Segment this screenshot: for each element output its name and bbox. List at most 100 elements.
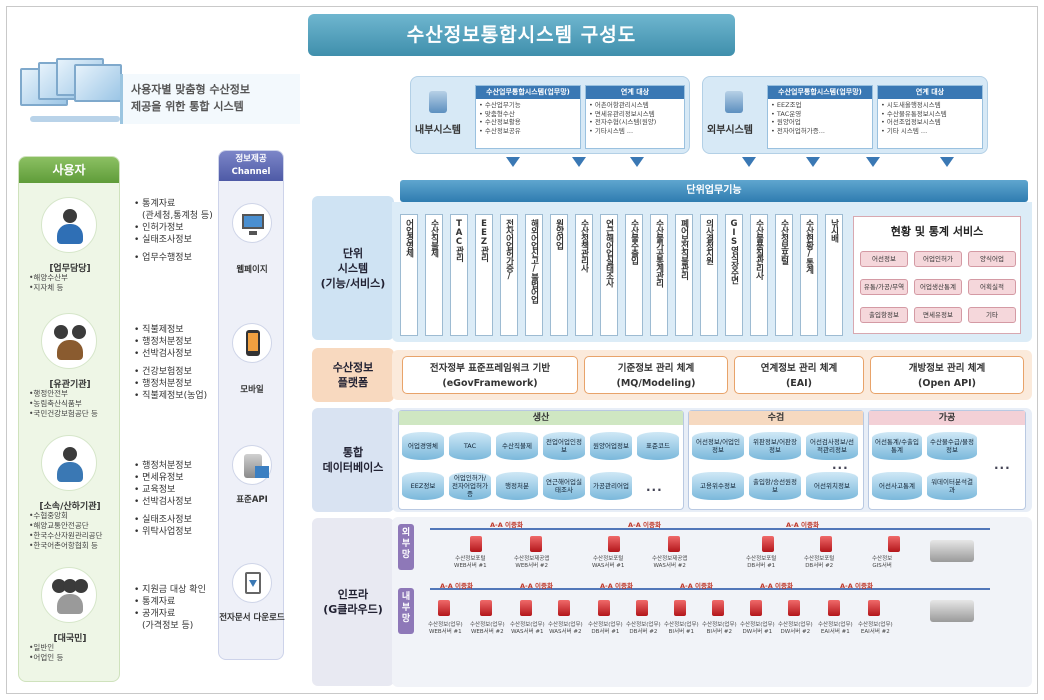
server-icon xyxy=(868,600,880,616)
platform-eai: 연계정보 관리 체계(EAI) xyxy=(734,356,864,394)
stat-item: 면세유정보 xyxy=(914,307,962,323)
stats-title: 현황 및 통계 서비스 xyxy=(890,225,984,238)
unit-module: 낚시배 xyxy=(825,214,843,336)
server-icon xyxy=(470,536,482,552)
db-cylinder: 워데이터분석결과 xyxy=(927,472,977,500)
unit-function-bar: 단위업무기능 xyxy=(400,180,1028,202)
ha-label: A-A 이중화 xyxy=(520,582,553,590)
stat-item: 어획실적 xyxy=(968,279,1016,295)
platform-openapi: 개방정보 관리 체계(Open API) xyxy=(870,356,1024,394)
db-cylinder: 어선정보/어업인정보 xyxy=(692,432,744,460)
download-icon xyxy=(232,563,272,603)
stat-item: 유통/가공/무역 xyxy=(860,279,908,295)
server-icon xyxy=(438,600,450,616)
intro-line-2: 제공을 위한 통합 시스템 xyxy=(131,100,244,113)
agency-user-icon xyxy=(41,313,97,369)
unit-module: 수산직불제 xyxy=(425,214,443,336)
unit-module: 수산물품질관리사 xyxy=(750,214,768,336)
bullet-list-agency: • 직불제정보 • 행정처분정보 • 선박검사정보 • 건강보험정보 • 행정처… xyxy=(134,325,208,401)
server-label: 수산정보(업무)WAS서버 #1 xyxy=(510,622,545,635)
db-cylinder: 전업어업인정보 xyxy=(543,432,585,460)
unit-module: TAC관리 xyxy=(450,214,468,336)
bullet-list-public: • 지원금 대상 확인 • 통계자료 • 공개자료 (가격정보 등) xyxy=(134,585,206,631)
server-icon xyxy=(636,600,648,616)
internal-system-box: 내부시스템 수산업무통합시스템(업무망) • 수산업무기능• 맞춤형수산• 수산… xyxy=(410,76,690,154)
user-group-title: [대국민] xyxy=(53,634,87,644)
server-icon xyxy=(558,600,570,616)
internal-sub-linked: 연계 대상 • 어촌어항관리시스템• 면세유관리정보시스템• 전자수협(시스템(… xyxy=(585,85,685,149)
db-more-indicator: ... xyxy=(994,458,1011,472)
unit-module: 수산물수출입 xyxy=(625,214,643,336)
intro-line-1: 사용자별 맞춤형 수산정보 xyxy=(131,83,250,96)
api-server-icon xyxy=(232,445,272,485)
user-group-title: [소속/산하기관] xyxy=(39,502,101,512)
unit-module: 수산정보포털 xyxy=(775,214,793,336)
server-label: 수산정보(업무)DW서버 #2 xyxy=(778,622,813,635)
unit-module: GIS영식장수면 xyxy=(725,214,743,336)
db-cylinder: 표준코드 xyxy=(637,432,679,460)
db-cylinder: 고용위수정보 xyxy=(692,472,744,500)
stat-item: 출입항정보 xyxy=(860,307,908,323)
external-sub-integrated: 수산업무통합시스템(업무망) • EEZ조업• TAC운영• 원양어업• 전자어… xyxy=(767,85,873,149)
arrow-down-icon xyxy=(572,157,586,167)
user-group-sub: •해양수산부•지자체 등 xyxy=(29,273,68,292)
arrow-down-icon xyxy=(940,157,954,167)
server-icon xyxy=(598,600,610,616)
server-label: 수산정보(업무)WEB서버 #2 xyxy=(470,622,505,635)
server-icon xyxy=(725,91,743,113)
channel-web: 웹페이지 xyxy=(236,265,268,275)
channel-mobile: 모바일 xyxy=(240,385,264,395)
users-panel: 사용자 [업무담당] •해양수산부•지자체 등 [유관기관] •행정안전부•농림… xyxy=(18,156,120,682)
monitor-icon xyxy=(232,203,272,243)
stat-item: 어선정보 xyxy=(860,251,908,267)
server-icon xyxy=(480,600,492,616)
stat-item: 기타 xyxy=(968,307,1016,323)
user-group-title: [유관기관] xyxy=(49,380,91,390)
server-icon xyxy=(530,536,542,552)
server-label: 수산정보(업무)WEB서버 #1 xyxy=(428,622,463,635)
unit-module: 어업경영체 xyxy=(400,214,418,336)
db-cylinder: TAC xyxy=(449,432,491,460)
internal-system-name: 내부시스템 xyxy=(415,125,461,136)
ha-label: A-A 이중화 xyxy=(440,582,473,590)
db-cylinder: 어업인허가/전자어업허가증 xyxy=(449,472,491,500)
server-label: 수산정보(업무)DB서버 #2 xyxy=(626,622,661,635)
ha-label: A-A 이중화 xyxy=(760,582,793,590)
external-sub-linked: 연계 대상 • 시도새올행정시스템• 수산물유통정보시스템• 어선조업정보시스템… xyxy=(877,85,983,149)
server-label: 수산정보(업무)BI서버 #2 xyxy=(702,622,737,635)
internal-network-line xyxy=(430,588,990,590)
db-cylinder: 출입항/승선원정보 xyxy=(749,472,801,500)
platform-mq: 기준정보 관리 체계(MQ/Modeling) xyxy=(584,356,728,394)
server-label: 수산정보(업무)BI서버 #1 xyxy=(664,622,699,635)
db-cylinder: 가공관리어업 xyxy=(590,472,632,500)
arrow-down-icon xyxy=(506,157,520,167)
ha-label: A-A 이중화 xyxy=(786,521,819,529)
client-pc-icon xyxy=(930,600,974,622)
ha-label: A-A 이중화 xyxy=(680,582,713,590)
mobile-icon xyxy=(232,323,272,363)
db-more-indicator: ... xyxy=(832,458,849,472)
db-cylinder: EEZ정보 xyxy=(402,472,444,500)
server-label: 수산정보(업무)EAI서버 #2 xyxy=(858,622,893,635)
unit-module: 수산물가공통계관리 xyxy=(650,214,668,336)
unit-module: 수산현황/통계 xyxy=(800,214,818,336)
unit-module: 연근해어업실태조사 xyxy=(600,214,618,336)
ha-label: A-A 이중화 xyxy=(840,582,873,590)
bullet-list-affiliate: • 행정처분정보 • 면세유정보 • 교육정보 • 선박검사정보 • 실태조사정… xyxy=(134,461,192,537)
unit-module: 의사결정지원 xyxy=(700,214,718,336)
stat-item: 양식어업 xyxy=(968,251,1016,267)
db-section-production: 생산 xyxy=(398,410,684,510)
ha-label: A-A 이중화 xyxy=(490,521,523,529)
user-group-sub: •일반인•어업인 등 xyxy=(29,643,64,662)
user-group-title: [업무담당] xyxy=(49,264,91,274)
server-icon xyxy=(712,600,724,616)
users-header: 사용자 xyxy=(19,157,119,183)
server-icon xyxy=(788,600,800,616)
server-icon xyxy=(888,536,900,552)
